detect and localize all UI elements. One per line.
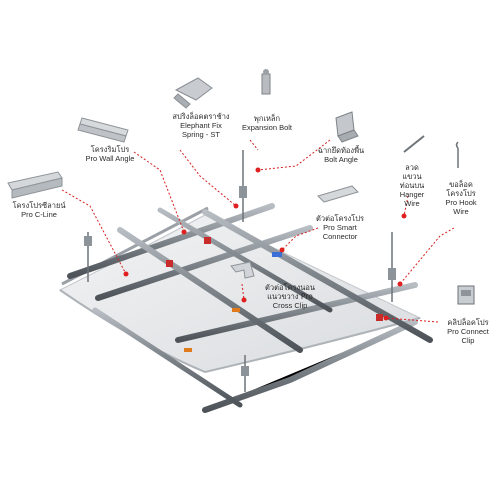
leader-expansion-bolt (249, 139, 259, 151)
hanger-spring-1 (84, 236, 92, 246)
red-clip-marker-1 (166, 260, 173, 267)
pro-c-line-image (7, 171, 63, 199)
label-elephant-fix-en1: Elephant Fix (180, 121, 222, 130)
dot-connect-clip (383, 315, 389, 321)
cross-rail-2 (157, 207, 333, 313)
smart-connector-marker (272, 252, 282, 257)
label-pro-c-line-en: Pro C-Line (21, 210, 57, 219)
label-pro-cross-clip: ตัวต่อโครงนอน แนวขวาง Pro Cross Clip (252, 283, 328, 310)
dot-wall-angle (181, 229, 187, 235)
pro-wall-angle-image (77, 117, 129, 143)
red-clip-marker-2 (204, 237, 211, 244)
label-pro-c-line-thai: โครงโปรซีลายน์ (12, 201, 66, 210)
leader-hanger-wire (403, 195, 409, 217)
leader-dots (123, 167, 407, 321)
label-pro-hook-wire-thai2: โครงโปร (446, 189, 476, 198)
label-elephant-fix-thai: สปริงล็อคตราช้าง (172, 112, 230, 121)
leader-cross-clip (241, 283, 245, 301)
label-hanger-wire-thai3: ท่อนบน (399, 181, 425, 190)
main-rail-1 (67, 203, 275, 279)
orange-clip-marker-1 (184, 348, 192, 352)
label-pro-connect-clip-en1: Pro Connect (447, 327, 489, 336)
dot-hook-wire (397, 281, 403, 287)
label-pro-hook-wire-en2: Wire (453, 207, 469, 216)
dot-elephant-fix (233, 203, 239, 209)
dot-smart-connector (279, 247, 285, 253)
label-pro-smart-connector: ตัวต่อโครงโปร Pro Smart Connector (306, 214, 374, 241)
label-pro-connect-clip-en2: Clip (461, 336, 475, 345)
leader-pro-connect-clip (385, 317, 439, 323)
label-bolt-angle-en: Bolt Angle (324, 155, 358, 164)
label-hanger-wire-thai1: ลวด (405, 163, 419, 172)
dot-c-line (123, 271, 129, 277)
label-pro-smart-connector-thai: ตัวต่อโครงโปร (315, 214, 364, 223)
expansion-bolt-image (261, 69, 271, 95)
cross-rail-4 (92, 307, 243, 408)
label-elephant-fix-en2: Spring - ST (182, 130, 220, 139)
leader-pro-hook-wire (399, 227, 455, 285)
dot-bolt-angle (255, 167, 261, 173)
leader-bolt-angle (257, 139, 331, 171)
leader-pro-c-line (61, 189, 127, 275)
label-hanger-wire-thai2: แขวน (402, 172, 422, 181)
hanger-spring-2 (239, 186, 247, 198)
pro-connect-clip-image (457, 285, 475, 305)
leader-smart-connector (281, 227, 319, 251)
hanger-springs (84, 186, 396, 376)
label-expansion-bolt: พุกเหล็ก Expansion Bolt (232, 114, 302, 132)
label-pro-smart-connector-en1: Pro Smart (323, 223, 357, 232)
label-pro-hook-wire: ขอล็อค โครงโปร Pro Hook Wire (436, 180, 486, 216)
label-pro-cross-clip-en: Cross Clip (272, 301, 308, 310)
main-rail-3 (175, 282, 418, 343)
connector-markers (166, 237, 383, 352)
orange-clip-marker-2 (232, 308, 240, 312)
label-pro-wall-angle-en: Pro Wall Angle (85, 154, 135, 163)
bolt-angle-image (335, 111, 359, 143)
red-clip-marker-3 (376, 314, 383, 321)
smart-connector-image (317, 185, 359, 203)
label-pro-cross-clip-thai2: แนวขวาง Pro (267, 292, 313, 301)
label-elephant-fix: สปริงล็อคตราช้าง Elephant Fix Spring - S… (158, 112, 244, 139)
leader-lines (61, 139, 455, 323)
label-hanger-wire-en2: Wire (404, 199, 420, 208)
hanger-spring-4 (241, 366, 249, 376)
dot-cross-clip (241, 297, 247, 303)
label-pro-wall-angle: โครงริมโปร Pro Wall Angle (70, 145, 150, 163)
label-expansion-bolt-en: Expansion Bolt (241, 123, 293, 132)
hanger-spring-3 (388, 268, 396, 280)
label-pro-hook-wire-thai1: ขอล็อค (449, 180, 473, 189)
label-pro-cross-clip-thai1: ตัวต่อโครงนอน (265, 283, 315, 292)
hanger-wire-image (403, 135, 425, 153)
label-pro-smart-connector-en2: Connector (322, 232, 358, 241)
label-pro-wall-angle-thai: โครงริมโปร (90, 145, 130, 154)
label-pro-c-line: โครงโปรซีลายน์ Pro C-Line (0, 201, 78, 219)
cross-rail-1 (117, 227, 303, 353)
elephant-fix-image (173, 77, 213, 109)
main-rail-2 (95, 225, 313, 301)
label-pro-hook-wire-en1: Pro Hook (445, 198, 477, 207)
label-hanger-wire: ลวด แขวน ท่อนบน Hanger Wire (390, 163, 434, 208)
label-expansion-bolt-thai: พุกเหล็ก (253, 114, 281, 123)
dot-hanger-wire (401, 213, 407, 219)
leader-elephant-fix (179, 149, 237, 207)
pro-hook-wire-image (455, 141, 459, 168)
cross-clip-image (230, 261, 255, 279)
label-pro-connect-clip: คลิปล็อคโปร Pro Connect Clip (438, 318, 498, 345)
label-bolt-angle: ฉากยึดท้องพื้น Bolt Angle (304, 146, 378, 164)
label-bolt-angle-thai: ฉากยึดท้องพื้น (317, 146, 365, 155)
label-hanger-wire-en1: Hanger (399, 190, 425, 199)
label-pro-connect-clip-thai: คลิปล็อคโปร (447, 318, 489, 327)
